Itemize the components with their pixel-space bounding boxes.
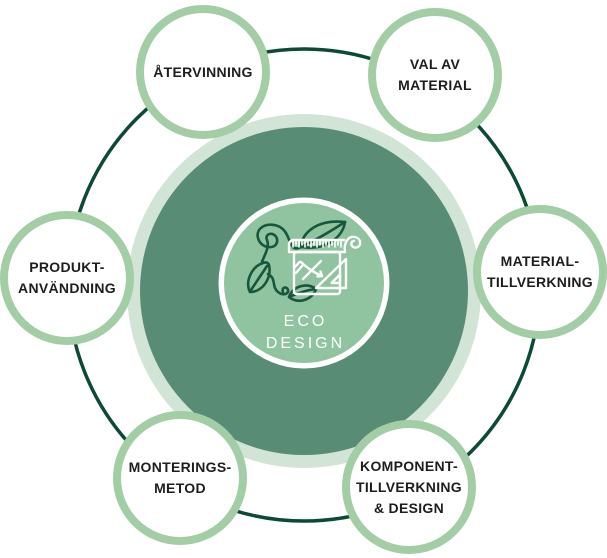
node-val-av-material: VAL AV MATERIAL [368, 8, 502, 142]
node-atervinning: ÅTERVINNING [136, 5, 270, 139]
node-label: MATERIAL [398, 77, 472, 93]
node-label: KOMPONENT- [360, 457, 458, 474]
leaf-vine-icon [246, 220, 347, 302]
node-label: MATERIAL- [500, 253, 580, 269]
center-circle [224, 203, 384, 363]
node-label: & DESIGN [373, 499, 445, 516]
center-title-line: DESIGN [265, 335, 346, 352]
node-label: TILLVERKNING [486, 274, 593, 290]
center-icon [246, 220, 362, 302]
center-title: ECO DESIGN [219, 311, 389, 355]
node-label: VAL AV [409, 56, 461, 72]
sketchpad-ruler-icon [287, 235, 362, 296]
node-label: PRODUKT- [29, 259, 105, 275]
node-material-tillverkning: MATERIAL- TILLVERKNING [473, 205, 607, 339]
node-label: TILLVERKNING [355, 478, 462, 495]
center-title-line: ECO [283, 313, 328, 330]
node-label: ÅTERVINNING [153, 63, 253, 80]
node-label: MONTERINGS- [128, 459, 232, 475]
node-monterings-metod: MONTERINGS- METOD [113, 411, 247, 545]
node-label: ANVÄNDNING [18, 280, 116, 296]
node-komponent-tillverkning-design: KOMPONENT- TILLVERKNING & DESIGN [342, 420, 476, 554]
node-label: METOD [154, 480, 206, 496]
node-produkt-anvandning: PRODUKT- ANVÄNDNING [0, 211, 134, 345]
